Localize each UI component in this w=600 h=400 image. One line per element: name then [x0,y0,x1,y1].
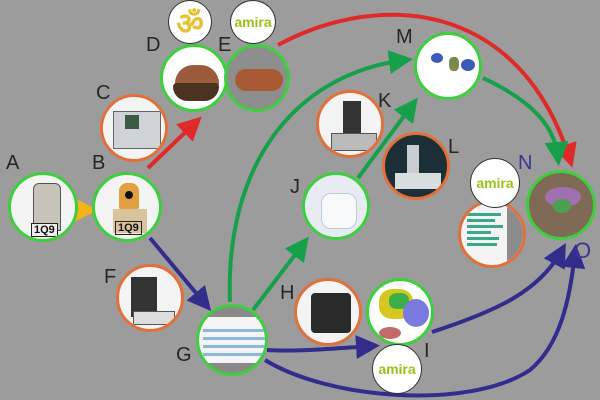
arrow-g-to-m [227,50,413,303]
reconstruction-red [379,327,401,339]
node-a-specimen-label[interactable]: 1Q9 [8,172,78,242]
specimen-dot [125,191,133,199]
model-green [553,199,571,213]
om-icon: ॐ [176,6,204,42]
arrow-g-to-j [251,236,309,312]
insect-render [235,69,283,91]
om-logo: ॐ [168,0,212,44]
node-n-data-table[interactable] [458,200,526,268]
node-g-serial-sections[interactable] [196,304,268,376]
node-m-tem-reconstruction[interactable] [414,32,482,100]
node-label-m: M [396,26,413,48]
arrow-i-to-o [431,242,566,334]
specimen-tag-text: 1Q9 [115,221,142,235]
node-e-insect-surface-render[interactable] [224,44,290,112]
microscope-desk [395,173,441,189]
specimen-tag-text: 1Q9 [31,223,58,237]
table-bar [467,219,495,222]
blue-blob [431,53,443,63]
node-i-3d-reconstruction[interactable] [366,278,434,346]
node-label-i: I [424,340,430,362]
arrow-b-to-g [148,236,212,312]
amira-logo-i: amira [372,344,422,394]
blue-blob [461,59,475,71]
insect-render-base [173,83,219,101]
microscope-body [311,293,351,333]
olive-blob [449,57,459,71]
node-label-h: H [280,282,295,304]
node-label-c: C [96,82,111,104]
table-bar [467,231,491,234]
section-row [203,353,265,356]
node-b-specimen-with-insect[interactable]: 1Q9 [92,172,162,242]
insect-render [175,65,219,87]
node-label-j: J [290,176,300,198]
equipment-body [131,277,157,317]
node-h-light-microscope[interactable] [294,278,362,346]
node-label-l: L [448,136,460,158]
node-j-grid-section[interactable] [302,172,370,240]
section-row [203,337,265,340]
grid-section-shape [321,193,357,229]
node-label-n: N [518,152,533,174]
node-d-insect-volume-render[interactable] [160,44,228,112]
arrow-g-to-i [266,335,380,359]
section-row [203,345,265,348]
table-bar [467,213,501,216]
table-bar [467,225,503,228]
reconstruction-blue [403,299,429,327]
node-label-o: O [574,238,592,263]
node-label-k: K [378,90,392,112]
node-label-f: F [104,266,117,288]
node-c-micro-ct-scanner[interactable] [100,94,168,162]
node-l-electron-microscope[interactable] [382,132,450,200]
equipment-base [133,311,175,325]
node-k-stereo-microscope[interactable] [316,90,384,158]
arrow-m-to-o [482,76,569,166]
node-label-g: G [176,344,192,366]
microscope-base [331,133,377,151]
arrow-g-to-o [263,244,586,398]
node-label-b: B [92,152,106,174]
arrow-j-to-m [356,97,418,180]
node-o-combined-3d-model[interactable] [526,170,596,240]
amira-logo-e: amira [230,0,276,44]
arrow-b-to-d [146,116,202,170]
node-label-e: E [218,34,232,56]
microscope-body [343,101,361,139]
amira-logo-n: amira [470,158,520,208]
node-label-a: A [6,152,20,174]
slide [199,317,265,363]
arrow-e-to-o [277,12,577,168]
panel-side [507,203,523,265]
scanner-window [125,115,139,129]
section-row [203,329,265,332]
table-bar [467,237,499,240]
node-f-microtome-equipment[interactable] [116,264,184,332]
node-label-d: D [146,34,161,56]
table-bar [467,243,497,246]
microscope-column [407,145,419,175]
